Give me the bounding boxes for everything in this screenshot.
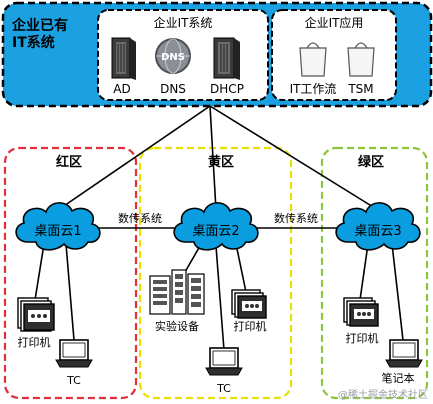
transfer-right-label: 数传系统	[274, 212, 318, 225]
laptop-icon	[55, 339, 93, 368]
yellow-zone-label: 黄区	[208, 154, 234, 170]
cloud-1-label: 桌面云1	[34, 224, 81, 239]
green-zone-label: 绿区	[358, 154, 384, 170]
printer-label-yellow: 打印机	[234, 319, 267, 333]
ad-label: AD	[113, 82, 130, 96]
tsm-app-icon	[347, 42, 375, 77]
yellow-zone	[138, 146, 293, 400]
cloud-2-label: 桌面云2	[192, 224, 239, 239]
transfer-left-label: 数传系统	[118, 212, 162, 225]
laptop-icon	[205, 347, 243, 376]
tc-label-yellow: TC	[216, 382, 231, 395]
watermark: @稀土掘金技术社区	[338, 388, 428, 401]
cloud-3-label: 桌面云3	[354, 224, 401, 239]
dhcp-label: DHCP	[210, 82, 244, 96]
desktop-cloud-1: 桌面云1	[15, 202, 101, 251]
printer-icon	[343, 297, 379, 327]
green-zone	[320, 146, 429, 400]
panel-title-line1: 企业已有	[11, 17, 68, 34]
dhcp-server-icon	[213, 37, 240, 80]
svg-text:DNS: DNS	[161, 52, 185, 63]
lab-equipment-icon	[149, 269, 205, 315]
dns-label: DNS	[160, 82, 186, 96]
printer-label-green: 打印机	[346, 331, 379, 345]
red-zone-label: 红区	[56, 154, 82, 170]
cloud-device-lines	[34, 243, 404, 351]
it-apps-box	[271, 9, 397, 101]
red-zone	[3, 146, 138, 400]
printer-icon	[17, 297, 55, 332]
it-systems-title: 企业IT系统	[154, 15, 213, 30]
lab-equipment-label: 实验设备	[155, 319, 199, 333]
tsm-label: TSM	[347, 82, 373, 96]
laptop-label-green: 笔记本	[382, 371, 415, 385]
it-apps-title: 企业IT应用	[305, 15, 364, 30]
printer-icon	[231, 289, 267, 319]
panel-title-line2: IT系统	[12, 34, 55, 51]
printer-label-red: 打印机	[18, 335, 51, 349]
ad-server-icon	[111, 37, 136, 80]
dns-globe-icon: DNS	[155, 38, 191, 74]
laptop-icon	[385, 339, 423, 368]
it-workflow-app-icon	[299, 42, 327, 77]
uplink-lines	[57, 105, 379, 211]
it-workflow-label: IT工作流	[290, 82, 337, 96]
desktop-cloud-2: 桌面云2	[173, 202, 259, 251]
tc-label-red: TC	[66, 374, 81, 387]
desktop-cloud-3: 桌面云3	[335, 202, 421, 251]
